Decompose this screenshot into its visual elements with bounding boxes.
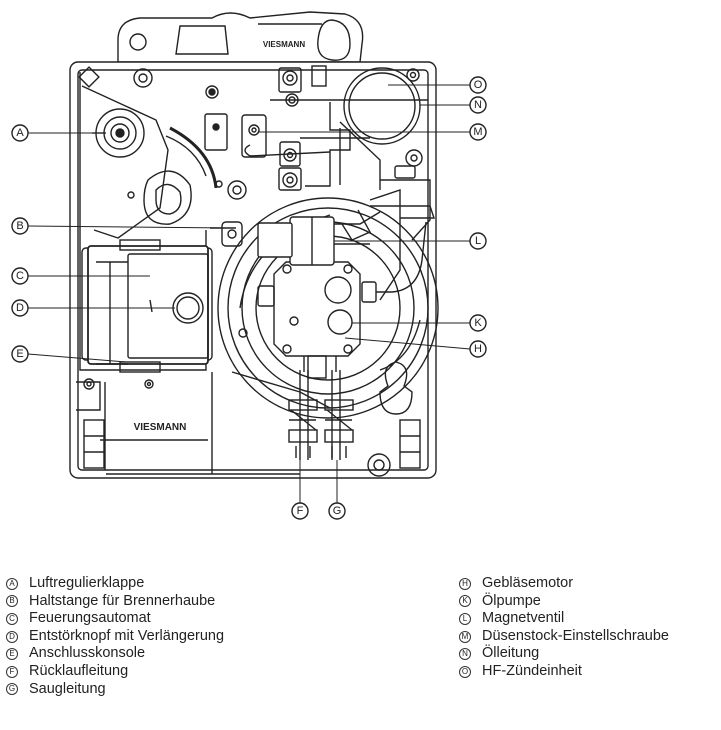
solenoid-valve [257, 205, 435, 266]
svg-text:E: E [16, 348, 23, 360]
callout-O: O [469, 76, 487, 94]
svg-text:N: N [474, 99, 482, 111]
svg-text:B: B [16, 220, 23, 232]
callout-D: D [11, 299, 29, 317]
upper-middle-fittings [204, 65, 416, 191]
svg-text:O: O [474, 79, 483, 91]
svg-text:G: G [333, 505, 342, 517]
callout-N: N [469, 96, 487, 114]
air-regulating-flap [81, 85, 218, 239]
oil-pump [257, 221, 427, 379]
svg-text:K: K [474, 317, 482, 329]
callout-B: B [11, 217, 29, 235]
callout-C: C [11, 267, 29, 285]
svg-text:M: M [473, 126, 482, 138]
callout-A: A [11, 124, 29, 142]
callout-M: M [469, 123, 487, 141]
callout-G: G [328, 502, 346, 520]
callout-K: K [469, 314, 487, 332]
brand-logo-bottom: VIESMANN [134, 422, 187, 433]
nozzle-adjust-screw [241, 114, 341, 185]
svg-text:A: A [16, 127, 24, 139]
oil-hoses [288, 356, 354, 460]
side-brackets [83, 419, 421, 469]
mounting-screws [78, 66, 423, 477]
callout-E: E [11, 345, 29, 363]
svg-text:L: L [475, 235, 481, 247]
callout-L: L [469, 232, 487, 250]
callout-F: F [291, 502, 309, 520]
upper-housing-plate: VIESMANN [117, 11, 364, 63]
svg-text:C: C [16, 270, 24, 282]
firing-automat [81, 239, 213, 373]
svg-text:D: D [16, 302, 24, 314]
burner-diagram: VIESMANN [11, 11, 487, 520]
svg-text:H: H [474, 343, 482, 355]
brand-logo-top: VIESMANN [263, 40, 305, 49]
svg-text:F: F [297, 505, 304, 517]
leader-lines [27, 84, 471, 503]
callout-H: H [469, 340, 487, 358]
